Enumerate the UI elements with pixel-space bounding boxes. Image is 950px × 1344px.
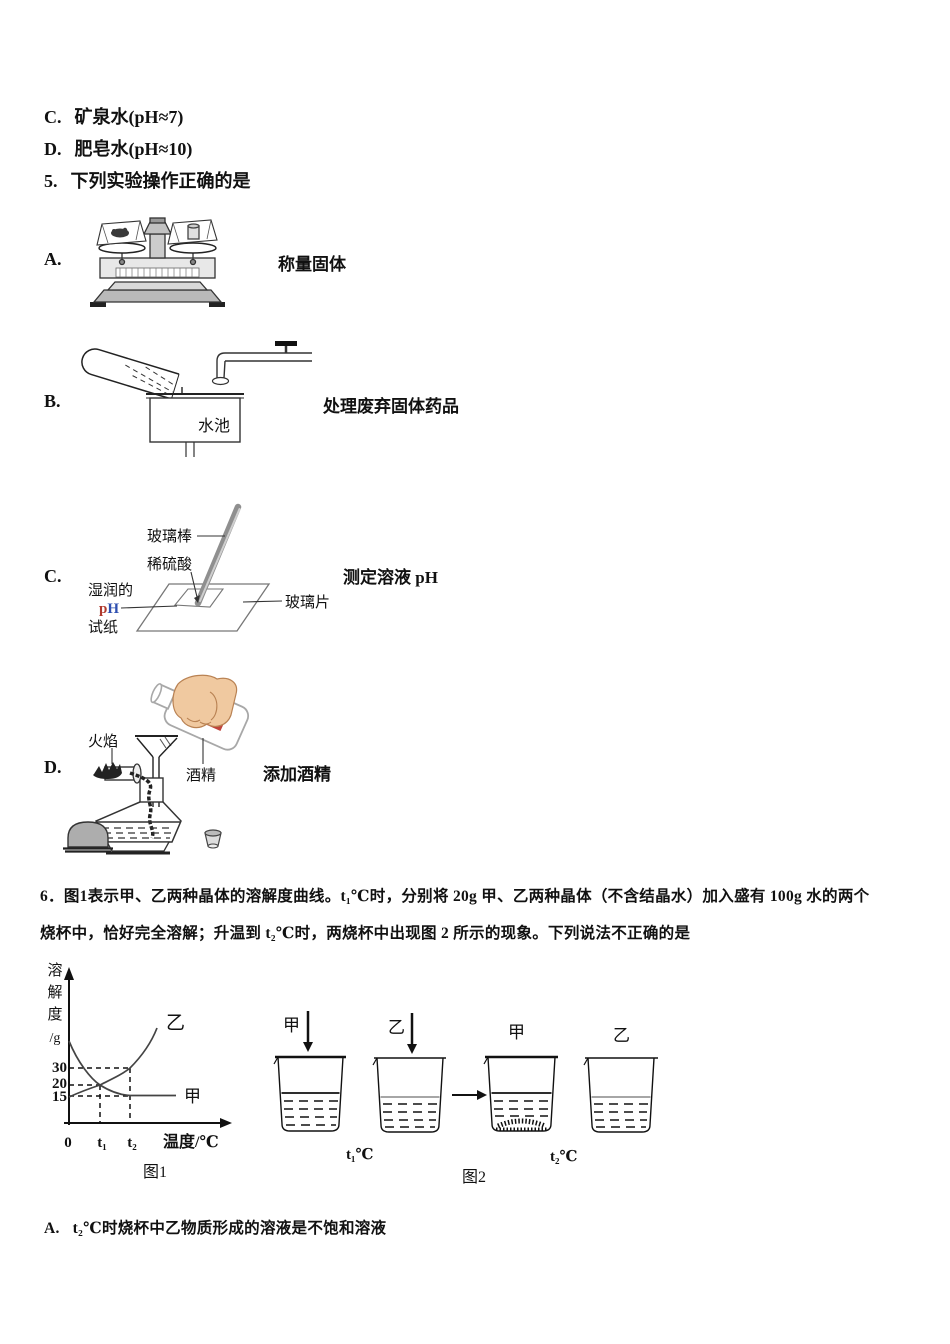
lamp-cap-dome — [67, 821, 109, 848]
q5-option-b-letter: B. — [44, 391, 61, 411]
beaker — [483, 1055, 558, 1132]
option-text: 矿泉水(pH≈7) — [74, 107, 184, 127]
flame-shape — [93, 762, 122, 779]
q4-option-d: D. 肥皂水(pH≈10) — [44, 135, 192, 161]
q5-option-c-letter: C. — [44, 566, 62, 586]
transition-arrow-icon — [452, 1090, 487, 1100]
beaker4-label: 乙 — [613, 1026, 630, 1045]
option-letter: C. — [44, 107, 62, 127]
drain-pipe — [185, 442, 195, 457]
glass-plate-shape — [135, 583, 271, 632]
question-number: 5. — [44, 171, 58, 191]
beaker2-label: 乙 — [388, 1018, 405, 1037]
q4-option-c: C. 矿泉水(pH≈7) — [44, 103, 183, 129]
glass-rod-label: 玻璃棒 — [147, 528, 192, 545]
alcohol-lamp-illustration: 火焰 酒精 — [63, 674, 250, 855]
x-tick-t1: t₁ — [97, 1135, 107, 1151]
beaker1-label: 甲 — [283, 1016, 300, 1035]
q5-option-b-caption: 处理废弃固体药品 — [323, 397, 459, 416]
temp-label-t2: t₂℃ — [550, 1149, 577, 1165]
hand-shape — [172, 674, 238, 729]
option-text: t₂℃时烧杯中乙物质形成的溶液是不饱和溶液 — [72, 1220, 387, 1237]
option-letter: A. — [44, 1220, 60, 1237]
series-label-yi: 乙 — [166, 1013, 185, 1034]
figure2-beakers: 甲 乙 甲 乙 — [273, 1011, 658, 1186]
x-tick-t2: t₂ — [127, 1135, 137, 1151]
y-tick-15: 15 — [52, 1089, 67, 1105]
curve-jia — [68, 1040, 176, 1097]
q5-stem: 5. 下列实验操作正确的是 — [44, 167, 251, 193]
curve-yi — [68, 1027, 158, 1098]
beaker — [372, 1057, 446, 1133]
faucet-icon — [211, 341, 312, 386]
ylabel-char: 度 — [47, 1006, 62, 1023]
glass-plate-label: 玻璃片 — [285, 594, 330, 611]
small-cap — [204, 829, 222, 849]
q6-option-a: A. t₂℃时烧杯中乙物质形成的溶液是不饱和溶液 — [44, 1216, 386, 1238]
q6-stem-line2: 烧杯中，恰好完全溶解；升温到 t₂℃时，两烧杯中出现图 2 所示的现象。下列说法… — [40, 925, 691, 942]
dilute-acid-label: 稀硫酸 — [147, 556, 192, 573]
figure2-caption: 图2 — [462, 1169, 486, 1186]
glass-rod-shape — [194, 503, 242, 607]
q5-option-a-letter: A. — [44, 249, 62, 269]
series-label-jia: 甲 — [184, 1087, 201, 1106]
option-text: 肥皂水(pH≈10) — [74, 139, 193, 159]
y-tick-20: 20 — [52, 1076, 67, 1092]
xlabel: 温度/℃ — [162, 1132, 219, 1151]
figure1-caption: 图1 — [143, 1164, 167, 1181]
sediment-shape — [497, 1118, 546, 1129]
test-tube-sink-illustration: 水池 — [81, 341, 312, 457]
q6-stem-line1: 6．图1表示甲、乙两种晶体的溶解度曲线。t₁℃时，分别将 20g 甲、乙两种晶体… — [40, 888, 870, 905]
test-paper-label: 试纸 — [88, 619, 118, 636]
pour-arrow-icon — [407, 1013, 417, 1054]
ylabel-char: /g — [50, 1031, 61, 1046]
beaker — [583, 1057, 658, 1133]
question-text: 下列实验操作正确的是 — [70, 171, 251, 191]
flame-label: 火焰 — [88, 733, 118, 750]
moist-label: 湿润的 — [88, 582, 133, 599]
beaker3-label: 甲 — [508, 1023, 525, 1042]
dashed-guides — [69, 1067, 131, 1123]
x-axis-arrow — [220, 1118, 232, 1128]
ylabel-char: 溶 — [47, 962, 62, 979]
sink-label: 水池 — [198, 417, 230, 435]
beaker — [273, 1055, 346, 1132]
y-axis-arrow — [64, 967, 74, 980]
solubility-curve-chart: 溶 解 度 /g 30 20 15 乙 甲 0 t₁ t₂ 温度/℃ 图1 — [47, 962, 232, 1181]
q5-option-a-caption: 称量固体 — [278, 255, 346, 274]
balance-scale-illustration — [90, 217, 225, 307]
q5-option-d-letter: D. — [44, 757, 62, 777]
q5-option-d-caption: 添加酒精 — [263, 765, 331, 784]
x-tick-0: 0 — [64, 1135, 72, 1151]
sink-basin — [149, 397, 241, 443]
ph-test-illustration: 玻璃棒 稀硫酸 湿润的 pH 试纸 玻璃片 — [88, 503, 330, 636]
alcohol-label: 酒精 — [186, 767, 216, 784]
wick-shape — [129, 771, 155, 839]
q5-option-c-caption: 测定溶液 pH — [343, 568, 438, 587]
pour-arrow-icon — [303, 1011, 313, 1052]
y-tick-30: 30 — [52, 1060, 67, 1076]
ylabel-char: 解 — [47, 984, 62, 1001]
ph-label: pH — [99, 601, 119, 617]
option-letter: D. — [44, 139, 62, 159]
temp-label-t1: t₁℃ — [346, 1147, 373, 1163]
